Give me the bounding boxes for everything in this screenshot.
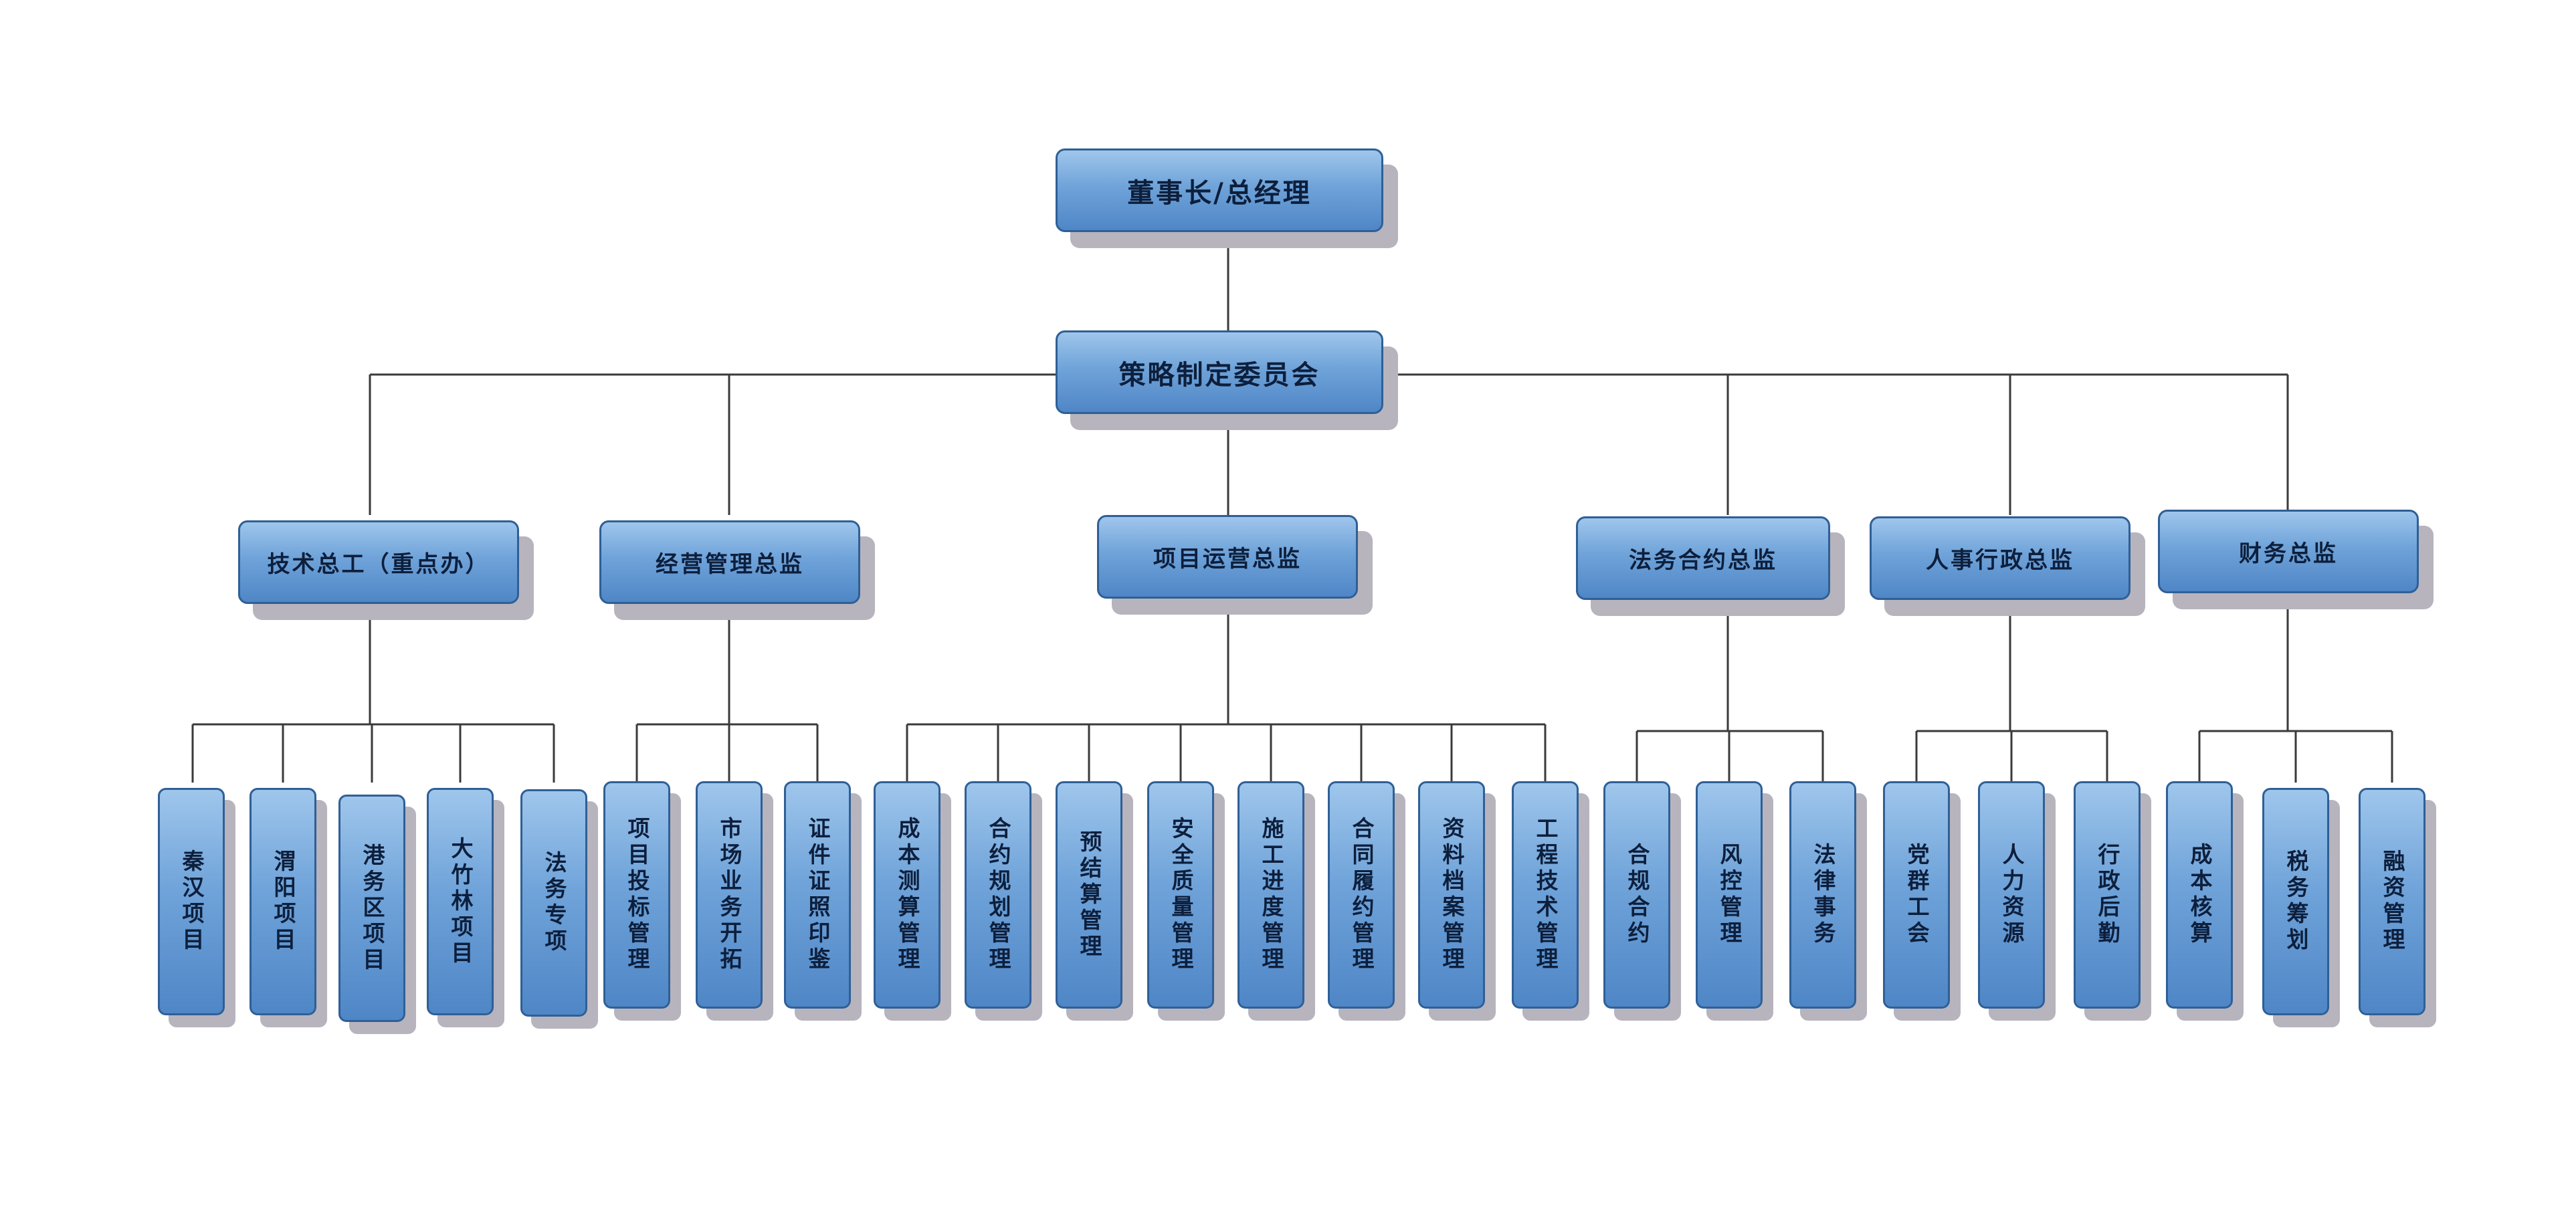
unit-node: 证件证照印鉴 — [784, 781, 851, 1009]
committee-node: 策略制定委员会 — [1056, 330, 1383, 414]
unit-node: 资料档案管理 — [1418, 781, 1485, 1009]
unit-node: 安全质量管理 — [1147, 781, 1214, 1009]
dept-node-operations-director: 项目运营总监 — [1097, 515, 1358, 599]
unit-node: 市场业务开拓 — [696, 781, 763, 1009]
unit-node: 工程技术管理 — [1512, 781, 1579, 1009]
unit-node: 党群工会 — [1883, 781, 1950, 1009]
dept-node-tech-chief: 技术总工（重点办） — [238, 520, 519, 604]
unit-node: 合同履约管理 — [1328, 781, 1395, 1009]
unit-node: 人力资源 — [1978, 781, 2045, 1009]
unit-node: 行政后勤 — [2074, 781, 2141, 1009]
unit-node: 法律事务 — [1789, 781, 1856, 1009]
unit-node: 融资管理 — [2359, 788, 2425, 1015]
unit-node: 大竹林项目 — [427, 788, 494, 1015]
unit-node: 税务筹划 — [2262, 788, 2329, 1015]
unit-node: 项目投标管理 — [603, 781, 670, 1009]
unit-node: 港务区项目 — [338, 795, 405, 1022]
unit-node: 风控管理 — [1696, 781, 1763, 1009]
dept-node-legal-director: 法务合约总监 — [1576, 516, 1830, 600]
unit-node: 合约规划管理 — [965, 781, 1031, 1009]
unit-node: 渭阳项目 — [250, 788, 316, 1015]
dept-node-hr-director: 人事行政总监 — [1870, 516, 2131, 600]
unit-node: 合规合约 — [1603, 781, 1670, 1009]
unit-node: 施工进度管理 — [1237, 781, 1304, 1009]
unit-node: 预结算管理 — [1056, 781, 1122, 1009]
unit-node: 秦汉项目 — [158, 788, 225, 1015]
root-node: 董事长/总经理 — [1056, 148, 1383, 232]
dept-node-business-director: 经营管理总监 — [599, 520, 860, 604]
unit-node: 成本核算 — [2166, 781, 2233, 1009]
unit-node: 法务专项 — [520, 789, 587, 1017]
unit-node: 成本测算管理 — [874, 781, 940, 1009]
dept-node-finance-director: 财务总监 — [2158, 510, 2419, 593]
